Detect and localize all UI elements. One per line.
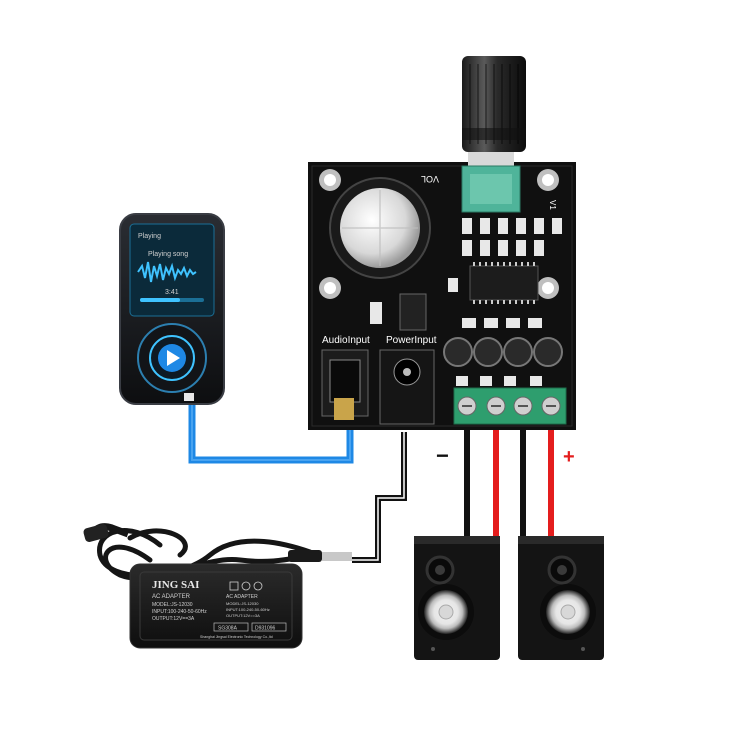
adapter-right-input: INPUT:100-240-50-60Hz	[226, 607, 270, 612]
audio-input-jack[interactable]	[321, 349, 369, 420]
adapter-type: AC ADAPTER	[152, 594, 191, 600]
ac-adapter: JING SAI AC ADAPTER MODEL:JS-12030 INPUT…	[83, 523, 352, 649]
vol-label: VOL	[421, 174, 439, 184]
adapter-right-output: OUTPUT:12V==3A	[226, 613, 260, 618]
amplifier-board: VOL V1	[308, 56, 576, 430]
adapter-code-left: SG308A	[218, 626, 238, 632]
positive-sign: +	[563, 446, 575, 468]
mounting-hole-icon	[537, 169, 559, 191]
regulator	[399, 293, 427, 331]
adapter-right-type: AC ADAPTER	[226, 594, 258, 600]
adapter-right-model: MODEL:JS-12030	[226, 601, 259, 606]
music-player: Playing Playing song 3:41	[119, 213, 225, 405]
amplifier-chip	[469, 262, 539, 304]
player-title: Playing	[138, 233, 161, 240]
speaker-right	[518, 536, 604, 660]
smd-components	[370, 218, 562, 386]
adapter-output: OUTPUT:12V==3A	[152, 616, 195, 622]
adapter-code-right: D931096	[255, 626, 276, 632]
speaker-output-terminal[interactable]	[453, 387, 567, 425]
adapter-brand: JING SAI	[152, 579, 199, 591]
volume-knob[interactable]	[461, 56, 526, 213]
dc-plug	[288, 550, 352, 562]
mounting-hole-icon	[319, 169, 341, 191]
certification-icons	[229, 581, 263, 591]
adapter-model: MODEL:JS-12030	[152, 602, 193, 608]
power-input-jack[interactable]	[379, 349, 435, 425]
play-icon[interactable]	[158, 344, 186, 372]
power-input-label: PowerInput	[386, 335, 437, 346]
adapter-input: INPUT:100-240-50-60Hz	[152, 609, 207, 615]
waveform-icon	[137, 261, 197, 283]
cable-plug	[184, 393, 194, 401]
adapter-manufacturer: Shanghai Jingsai Electronic Technology C…	[200, 635, 273, 639]
mounting-hole-icon	[537, 277, 559, 299]
speaker-left	[414, 536, 500, 660]
inductors	[443, 337, 563, 367]
player-song: Playing song	[148, 251, 188, 258]
v1-label: V1	[548, 200, 557, 210]
negative-sign: −	[436, 443, 449, 468]
player-time: 3:41	[165, 289, 179, 296]
capacitor	[329, 177, 431, 279]
mounting-hole-icon	[319, 277, 341, 299]
audio-input-label: AudioInput	[322, 335, 370, 346]
